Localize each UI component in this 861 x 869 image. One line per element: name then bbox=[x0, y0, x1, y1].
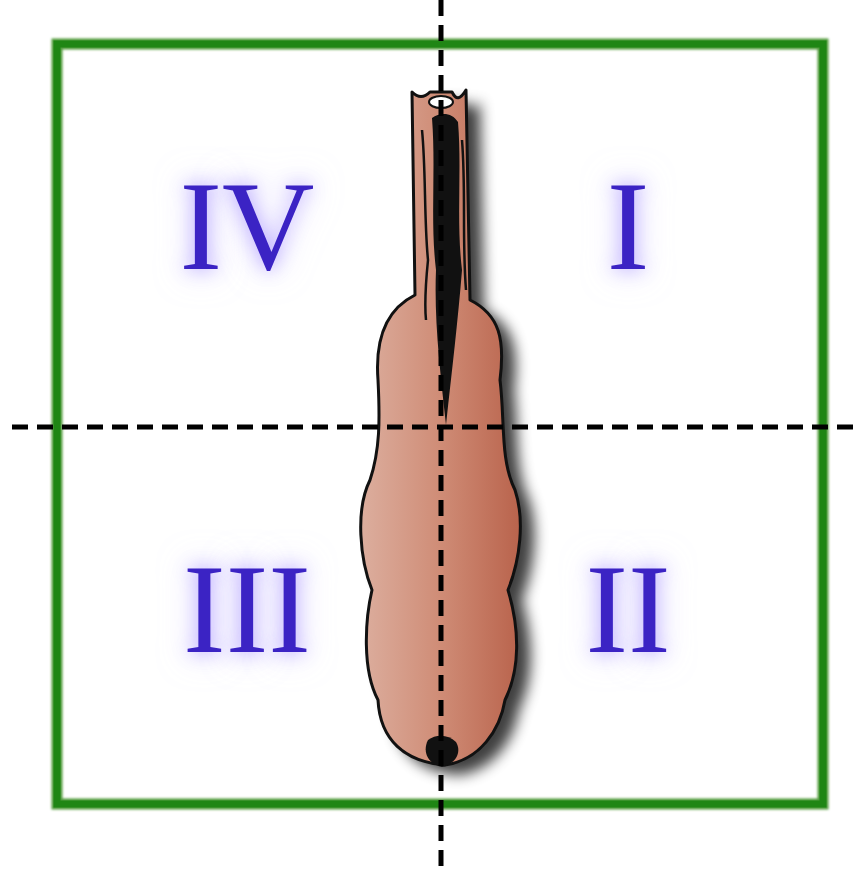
mane-strand bbox=[462, 140, 466, 290]
quadrant-number: II bbox=[585, 545, 670, 673]
quadrant-number: IV bbox=[179, 162, 314, 290]
horizontal-axis bbox=[12, 425, 861, 430]
quadrant-number: III bbox=[183, 545, 311, 673]
mane bbox=[432, 114, 462, 425]
vertical-axis bbox=[439, 0, 444, 869]
quadrant-number: I bbox=[607, 162, 650, 290]
mane-strand bbox=[422, 130, 428, 320]
